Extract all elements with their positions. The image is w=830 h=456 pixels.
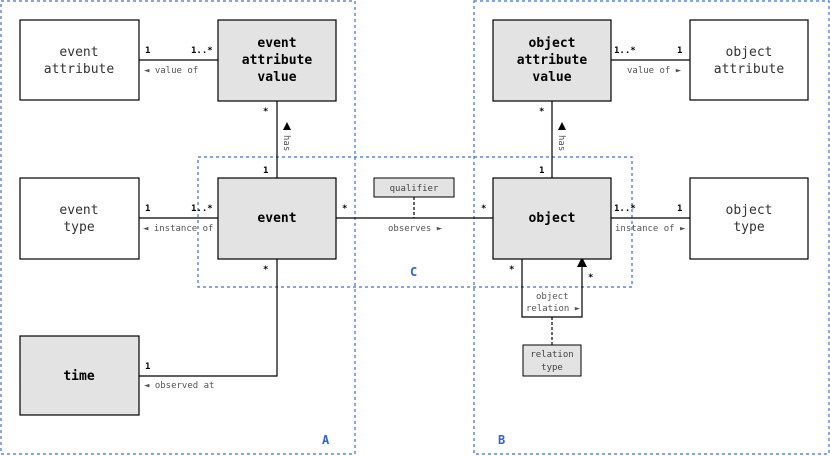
mult-event-attr-value-star: * <box>263 107 268 117</box>
event-attribute-value-line2: attribute <box>242 53 313 68</box>
event-type-box[interactable]: event type <box>19 177 140 260</box>
mult-event-has-1: 1 <box>263 166 268 176</box>
label-value-of-left: ◄ value of <box>144 66 198 76</box>
time-box[interactable]: time <box>19 335 140 416</box>
event-attribute-value-line3: value <box>257 70 296 85</box>
has-arrow-left-icon <box>283 122 291 130</box>
object-attribute-value-box[interactable]: object attribute value <box>492 19 612 102</box>
mult-event-time-star: * <box>263 265 268 275</box>
object-type-line1: object <box>726 203 773 218</box>
mult-object-has-1: 1 <box>539 166 544 176</box>
object-type-box[interactable]: object type <box>689 177 809 260</box>
object-attribute-value-line3: value <box>532 70 571 85</box>
qualifier-box[interactable]: qualifier <box>373 177 455 198</box>
label-object-relation-line2: relation ► <box>526 304 581 314</box>
relation-type-box[interactable]: relation type <box>522 344 582 377</box>
label-instance-of-right: instance of ► <box>615 224 686 234</box>
mult-event-attr-1: 1 <box>145 46 150 56</box>
mult-object-type-1: 1 <box>677 204 682 214</box>
object-attribute-box[interactable]: object attribute <box>689 19 809 101</box>
mult-object-attr-value-1n: 1..* <box>614 46 636 56</box>
event-box[interactable]: event <box>217 177 337 260</box>
label-object-relation-line1: object <box>536 292 569 302</box>
mult-time-1: 1 <box>145 362 150 372</box>
mult-object-type-1n: 1..* <box>614 204 636 214</box>
object-label: object <box>529 211 576 226</box>
label-observes: observes ► <box>388 224 443 234</box>
region-c <box>197 156 633 288</box>
mult-object-relation-source-star: * <box>509 265 514 275</box>
mult-object-relation-target-star: * <box>588 273 593 283</box>
object-relation-arrow-icon <box>577 257 587 267</box>
object-type-line2: type <box>733 220 764 235</box>
mult-object-attr-1: 1 <box>677 46 682 56</box>
has-arrow-right-icon <box>558 122 566 130</box>
event-type-line1: event <box>59 203 98 218</box>
event-attribute-line1: event <box>59 45 98 60</box>
event-type-line2: type <box>63 220 94 235</box>
mult-event-type-1: 1 <box>145 204 150 214</box>
mult-observes-object-star: * <box>481 204 486 214</box>
mult-event-type-1n: 1..* <box>191 204 213 214</box>
event-attribute-box[interactable]: event attribute <box>19 19 140 101</box>
object-attribute-value-line1: object <box>529 36 576 51</box>
region-a <box>0 0 356 455</box>
label-value-of-right: value of ► <box>627 66 682 76</box>
label-has-right: has <box>556 135 566 151</box>
event-attribute-value-line1: event <box>257 36 296 51</box>
mult-object-attr-value-star: * <box>539 107 544 117</box>
edge-observed-at <box>139 259 278 377</box>
time-label: time <box>63 369 94 384</box>
region-a-label: A <box>322 433 330 447</box>
object-attribute-line1: object <box>726 45 773 60</box>
event-attribute-value-box[interactable]: event attribute value <box>217 19 337 102</box>
object-box[interactable]: object <box>492 177 612 260</box>
label-has-left: has <box>281 135 291 151</box>
event-attribute-line2: attribute <box>44 62 115 77</box>
mult-event-attr-value-1n: 1..* <box>191 46 213 56</box>
region-b <box>473 0 830 455</box>
label-observed-at: ◄ observed at <box>144 381 214 391</box>
region-b-label: B <box>498 433 505 447</box>
event-label: event <box>257 211 296 226</box>
mult-observes-event-star: * <box>342 204 347 214</box>
relation-type-line1: relation <box>530 350 573 360</box>
relation-type-line2: type <box>541 363 563 373</box>
qualifier-label: qualifier <box>390 184 439 194</box>
region-c-label: C <box>410 265 417 279</box>
object-attribute-line2: attribute <box>714 62 785 77</box>
label-instance-of-left: ◄ instance of <box>143 224 213 234</box>
object-attribute-value-line2: attribute <box>517 53 588 68</box>
